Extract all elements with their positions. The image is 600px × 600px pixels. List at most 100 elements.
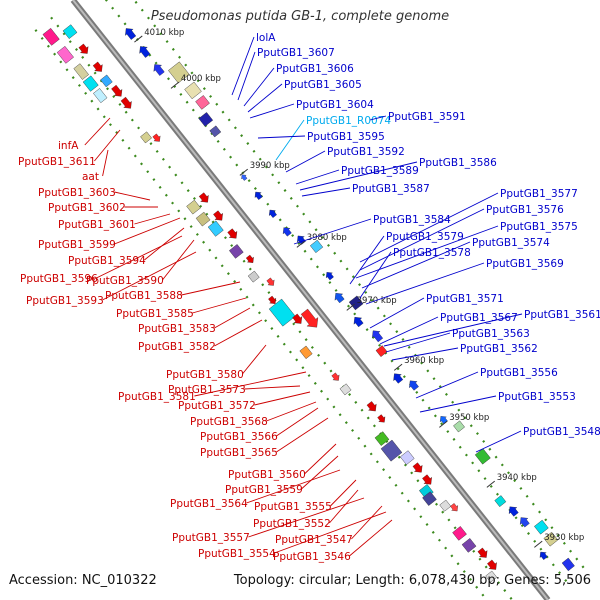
gene-label-pputgb1_3590: PputGB1_3590 (86, 275, 164, 287)
gene-block (399, 450, 415, 465)
gene-arrow (78, 43, 89, 54)
gene-label-pputgb1_3563: PputGB1_3563 (452, 328, 530, 340)
map-title: Pseudomonas putida GB-1, complete genome (150, 9, 450, 24)
gene-block (207, 220, 224, 237)
gene-arrow (254, 191, 263, 200)
label-leader-line (299, 161, 418, 191)
gene-block (186, 199, 201, 215)
label-leader-line (84, 117, 111, 146)
gene-label-pputgb1_3548: PputGB1_3548 (523, 426, 600, 438)
gene-label-pputgb1_3567: PputGB1_3567 (440, 312, 518, 324)
label-leader-line (301, 187, 351, 197)
gene-label-pputgb1_3588: PputGB1_3588 (105, 290, 183, 302)
gene-label-pputgb1_3584: PputGB1_3584 (373, 214, 451, 226)
label-leader-line (359, 208, 485, 271)
gene-label-infa: infA (58, 140, 79, 152)
gene-arrow (450, 503, 459, 512)
scale-tick (534, 540, 543, 548)
gene-block (140, 131, 152, 144)
gene-label-pputgb1_3579: PputGB1_3579 (386, 231, 464, 243)
gene-label-pputgb1_3606: PputGB1_3606 (276, 63, 354, 75)
gene-arrow (241, 174, 248, 181)
gene-label-pputgb1_3559: PputGB1_3559 (225, 484, 303, 496)
label-leader-line (330, 479, 357, 507)
gene-label-pputgb1_3602: PputGB1_3602 (48, 202, 126, 214)
gene-arrow (409, 380, 419, 391)
gene-block (474, 448, 491, 465)
gene-arrow (268, 209, 277, 218)
gene-label-pputgb1_3566: PputGB1_3566 (200, 431, 278, 443)
gene-block (168, 61, 190, 84)
gene-label-pputgb1_3561: PputGB1_3561 (524, 309, 600, 321)
gene-label-aat: aat (82, 171, 99, 183)
label-leader-line (379, 316, 439, 345)
gene-arrow (153, 64, 165, 76)
scale-tick (239, 168, 249, 176)
gene-label-pputgb1_3591: PputGB1_3591 (388, 111, 466, 123)
gene-block (195, 211, 211, 227)
gene-block (195, 95, 210, 110)
scale-label: 3980 kbp (307, 233, 347, 243)
gene-arrow (282, 227, 292, 237)
label-leader-line (349, 519, 393, 557)
label-leader-line (162, 239, 195, 281)
gene-label-pputgb1_3605: PputGB1_3605 (284, 79, 362, 91)
gene-arrow (92, 61, 103, 72)
gene-block (56, 45, 74, 64)
label-leader-line (329, 489, 359, 524)
label-leader-line (102, 149, 109, 177)
gene-arrow (422, 474, 432, 485)
scale-label: 4000 kbp (181, 74, 221, 84)
gene-block (452, 526, 467, 541)
label-leader-line (349, 235, 385, 285)
gene-arrow (292, 313, 303, 324)
label-leader-line (351, 505, 383, 540)
gene-arrow (372, 330, 384, 343)
gene-label-pputgb1_3578: PputGB1_3578 (393, 247, 471, 259)
scale-label: 3950 kbp (449, 413, 489, 423)
label-leader-line (243, 67, 275, 107)
gene-arrow (266, 277, 275, 286)
label-leader-line (96, 235, 183, 279)
gene-block (184, 81, 202, 100)
gene-arrow (300, 308, 319, 328)
label-leader-line (257, 135, 306, 139)
gene-arrow (331, 372, 340, 381)
scale-label: 3940 kbp (497, 473, 537, 483)
gene-label-pputgb1_3595: PputGB1_3595 (307, 131, 385, 143)
label-leader-line (134, 213, 171, 225)
gene-label-pputgb1_r0074: PputGB1_R0074 (306, 115, 391, 127)
gene-label-pputgb1_3546: PputGB1_3546 (273, 551, 351, 563)
gene-block (100, 74, 113, 88)
label-leader-line (385, 332, 451, 353)
gene-block (309, 239, 324, 254)
label-leader-line (359, 251, 392, 299)
label-leader-line (244, 385, 301, 390)
gene-arrow (325, 272, 334, 281)
label-leader-line (254, 391, 311, 406)
label-leader-line (295, 169, 340, 185)
gene-block (42, 27, 60, 46)
genome-backbone (72, 0, 549, 600)
scale-label: 3930 kbp (544, 533, 584, 543)
label-leader-line (275, 119, 305, 161)
label-leader-line (248, 497, 365, 538)
gene-block (73, 63, 89, 80)
gene-arrow (519, 517, 530, 528)
gene-label-pputgb1_3552: PputGB1_3552 (253, 518, 331, 530)
gene-block (228, 244, 244, 259)
gene-block (375, 345, 388, 358)
gene-label-pputgb1_3582: PputGB1_3582 (138, 341, 216, 353)
label-leader-line (231, 36, 255, 96)
scale-tick (486, 480, 496, 488)
gene-arrow (377, 414, 386, 423)
scale-tick (296, 240, 306, 248)
label-leader-line (274, 511, 387, 554)
gene-label-pputgb1_3554: PputGB1_3554 (198, 548, 276, 560)
label-leader-line (249, 103, 295, 119)
gene-arrow (366, 401, 377, 412)
topology-summary: Topology: circular; Length: 6,078,430 bp… (233, 573, 591, 588)
gene-label-pputgb1_3580: PputGB1_3580 (166, 369, 244, 381)
label-leader-line (293, 218, 372, 245)
